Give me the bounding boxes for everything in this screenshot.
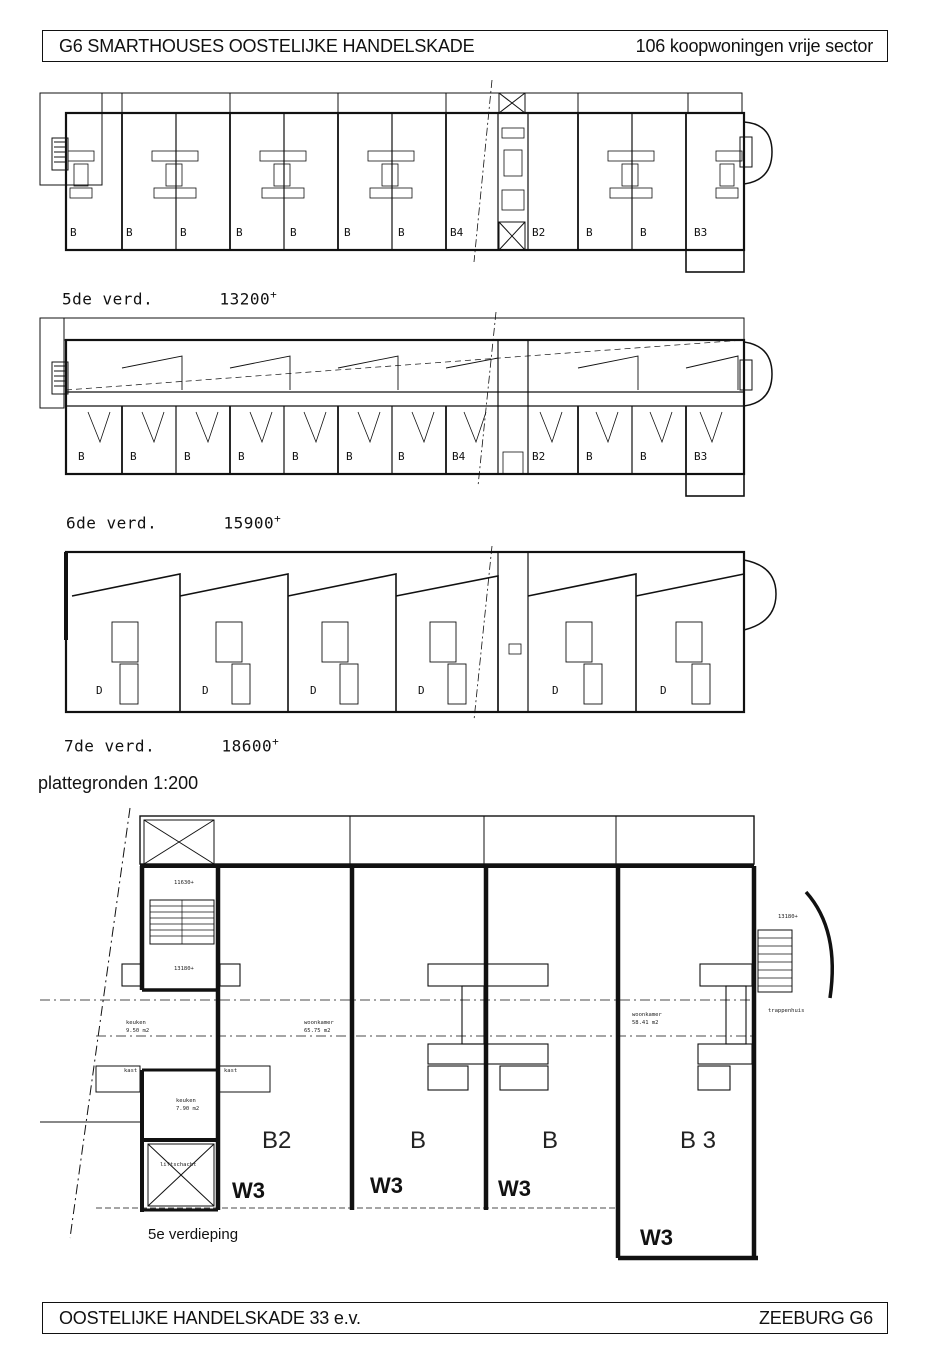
floor-level: 15900 xyxy=(223,513,275,533)
unit-label: D xyxy=(552,684,559,697)
unit-label: B xyxy=(130,450,137,463)
unit-label: B xyxy=(290,226,297,239)
unit-label: B xyxy=(398,226,405,239)
unit-label: B3 xyxy=(694,226,707,239)
unit-label: B xyxy=(640,450,647,463)
room-label: kast xyxy=(124,1068,137,1074)
unit-label: B xyxy=(180,226,187,239)
unit-label: B xyxy=(126,226,133,239)
title-bar: G6 SMARTHOUSES OOSTELIJKE HANDELSKADE 10… xyxy=(42,30,888,62)
unit-label: D xyxy=(310,684,317,697)
room-label: trappenhuis xyxy=(768,1008,804,1014)
room-area: 7.90 m2 xyxy=(176,1106,199,1112)
room-area: 9.50 m2 xyxy=(126,1028,149,1034)
unit-label: B xyxy=(184,450,191,463)
floor-label-6de: 6de verd. 15900+ xyxy=(66,512,281,532)
footer-project: ZEEBURG G6 xyxy=(758,1308,873,1328)
room-label: keuken xyxy=(126,1020,146,1026)
type-label: W3 xyxy=(370,1173,403,1198)
project-subtitle: 106 koopwoningen vrije sector xyxy=(635,36,874,56)
unit-label: B xyxy=(238,450,245,463)
unit-label: B4 xyxy=(452,450,466,463)
plan-6de-verdieping xyxy=(39,311,773,497)
unit-label: B xyxy=(346,450,353,463)
room-area: 58.41 m2 xyxy=(632,1020,659,1026)
unit-label: D xyxy=(660,684,667,697)
project-title: G6 SMARTHOUSES OOSTELIJKE HANDELSKADE xyxy=(59,36,475,56)
floor-name: 7de verd. xyxy=(64,736,156,756)
type-label: W3 xyxy=(232,1178,265,1203)
level-mark: + xyxy=(272,735,280,748)
room-label: woonkamer xyxy=(304,1020,334,1026)
floor-name: 5de verd. xyxy=(62,289,154,309)
level-mark: 13180+ xyxy=(778,914,799,920)
unit-label: B4 xyxy=(450,226,464,239)
unit-label: B xyxy=(410,1127,426,1154)
unit-label: B xyxy=(542,1127,558,1154)
plan-5de-verdieping xyxy=(39,79,773,273)
room-label: liftschacht xyxy=(160,1162,196,1168)
detail-caption: 5e verdieping xyxy=(148,1226,239,1243)
unit-label: D xyxy=(418,684,425,697)
unit-label: B xyxy=(292,450,299,463)
type-label: W3 xyxy=(498,1176,531,1201)
unit-label: B2 xyxy=(532,226,545,239)
scale-caption: plattegronden 1:200 xyxy=(38,773,199,793)
unit-label: B xyxy=(640,226,647,239)
unit-label: D xyxy=(96,684,103,697)
unit-label: B xyxy=(78,450,85,463)
level-mark: + xyxy=(270,288,278,301)
detail-plan xyxy=(40,807,834,1261)
floor-level: 18600 xyxy=(221,736,273,756)
floor-level: 13200 xyxy=(219,289,271,309)
footer-address: OOSTELIJKE HANDELSKADE 33 e.v. xyxy=(59,1308,361,1328)
floor-label-5de: 5de verd. 13200+ xyxy=(62,288,277,308)
unit-label: D xyxy=(202,684,209,697)
unit-label: B xyxy=(70,226,77,239)
type-label: W3 xyxy=(640,1225,673,1250)
plan-7de-verdieping xyxy=(64,545,777,721)
level-mark: 11630+ xyxy=(174,880,195,886)
unit-label: B2 xyxy=(262,1127,291,1154)
room-label: keuken xyxy=(176,1098,196,1104)
unit-label: B xyxy=(236,226,243,239)
unit-label: B xyxy=(344,226,351,239)
unit-label: B3 xyxy=(694,450,707,463)
room-label: kast xyxy=(224,1068,237,1074)
unit-label: B xyxy=(398,450,405,463)
footer-bar: OOSTELIJKE HANDELSKADE 33 e.v. ZEEBURG G… xyxy=(42,1302,888,1334)
room-label: woonkamer xyxy=(632,1012,662,1018)
floor-name: 6de verd. xyxy=(66,513,158,533)
unit-label: B2 xyxy=(532,450,545,463)
level-mark: + xyxy=(274,512,282,525)
unit-label: B xyxy=(586,450,593,463)
level-mark: 13180+ xyxy=(174,966,195,972)
unit-label: B 3 xyxy=(680,1127,716,1154)
unit-label: B xyxy=(586,226,593,239)
floor-label-7de: 7de verd. 18600+ xyxy=(64,735,279,755)
room-area: 65.75 m2 xyxy=(304,1028,331,1034)
